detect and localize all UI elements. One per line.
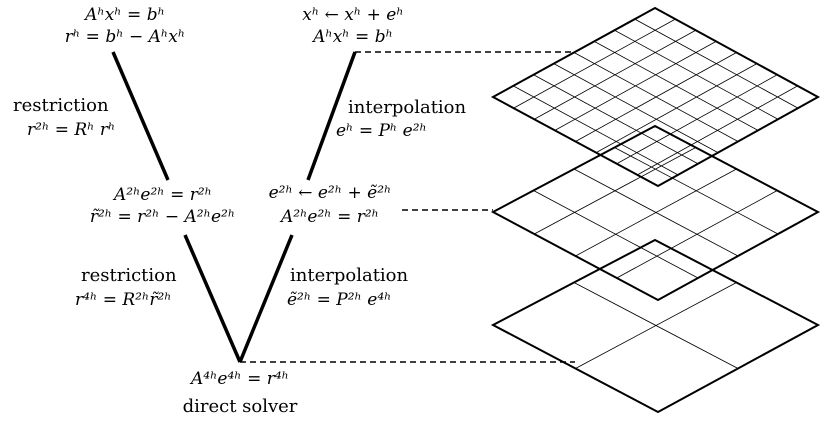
grid-line	[634, 18, 799, 109]
medium-smoothing-equation: A²ʰe²ʰ = r²ʰ	[280, 207, 380, 227]
interpolation-equation-2: ẽ²ʰ = P²ʰ e⁴ʰ	[287, 290, 392, 310]
interpolation-label-1: interpolation	[348, 97, 467, 118]
medium-correction-update: e²ʰ ← e²ʰ + ẽ²ʰ	[268, 183, 392, 203]
interpolation-line-1	[306, 51, 357, 181]
fine-smoothing-equation: Aʰxʰ = bʰ	[313, 27, 393, 47]
coarse-grid	[490, 238, 821, 414]
direct-solver-label: direct solver	[182, 396, 298, 417]
coarse-equation-system: A⁴ʰe⁴ʰ = r⁴ʰ	[190, 369, 290, 389]
restriction-line-1	[111, 51, 170, 181]
grid-line	[637, 85, 798, 176]
grid-outline	[490, 238, 821, 414]
grid-line	[616, 74, 778, 165]
grid-line	[614, 147, 779, 235]
fine-equation-system: Aʰxʰ = bʰ	[85, 5, 165, 25]
grid-line	[573, 168, 739, 257]
fine-grid	[490, 6, 821, 188]
restriction-equation-2: r⁴ʰ = R²ʰr̃²ʰ	[75, 290, 172, 310]
grid-line	[614, 29, 779, 120]
restriction-label-2: restriction	[81, 265, 177, 286]
grid-line	[573, 52, 739, 142]
grid-line	[573, 282, 739, 369]
medium-grid	[490, 124, 821, 302]
interpolation-label-2: interpolation	[290, 265, 409, 286]
restriction-line-2	[183, 234, 242, 363]
fine-correction-update: xʰ ← xʰ + eʰ	[302, 5, 404, 25]
medium-residual-equation: r̃²ʰ = r²ʰ − A²ʰe²ʰ	[89, 207, 236, 227]
grid-line	[616, 190, 778, 279]
grid-outline	[490, 124, 821, 302]
grid-line	[594, 41, 759, 131]
restriction-label-1: restriction	[13, 95, 109, 116]
fine-residual-equation: rʰ = bʰ − Aʰxʰ	[64, 27, 186, 47]
grid-line	[595, 63, 758, 153]
interpolation-line-2	[238, 234, 294, 363]
interpolation-equation-1: eʰ = Pʰ e²ʰ	[336, 121, 427, 141]
medium-equation-system: A²ʰe²ʰ = r²ʰ	[113, 185, 213, 205]
restriction-equation-1: r²ʰ = Rʰ rʰ	[27, 120, 116, 140]
grid-outline	[490, 6, 821, 188]
